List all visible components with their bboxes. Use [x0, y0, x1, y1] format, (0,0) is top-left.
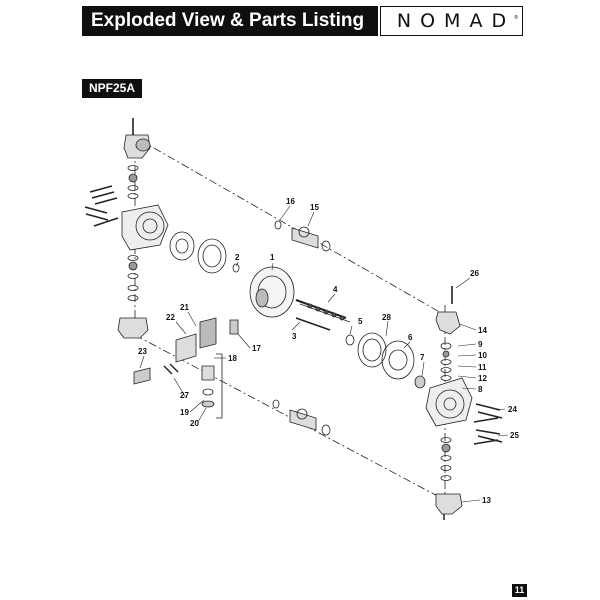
callout-5: 5: [358, 317, 363, 326]
part-callouts: 1 2 3 4 5 6 7 8 9 10 11 12 13 14 15 16 1…: [138, 197, 519, 505]
callout-26: 26: [470, 269, 479, 278]
callout-9: 9: [478, 340, 483, 349]
callout-6: 6: [408, 333, 413, 342]
right-diaphragms: [345, 332, 426, 389]
callout-14: 14: [478, 326, 487, 335]
left-valve-stack: [127, 165, 139, 301]
callout-7: 7: [420, 353, 425, 362]
trademark-mark: ®: [514, 15, 518, 21]
right-top-elbow: [435, 286, 461, 381]
callout-11: 11: [478, 363, 487, 372]
left-fluid-chamber: [121, 204, 169, 251]
callout-1: 1: [270, 253, 275, 262]
brand-logo: NOMAD ®: [380, 6, 523, 36]
left-lower-elbow: [117, 317, 149, 339]
leader-lines: [139, 205, 509, 503]
bottom-manifold-elbow: [435, 493, 463, 520]
page-title: Exploded View & Parts Listing: [82, 6, 378, 36]
callout-28: 28: [382, 313, 391, 322]
air-valve-parts: [133, 317, 239, 408]
page-number: 11: [512, 584, 527, 597]
callout-18: 18: [228, 354, 237, 363]
brand-name: NOMAD: [396, 10, 516, 32]
callout-25: 25: [510, 431, 519, 440]
callout-22: 22: [166, 313, 175, 322]
left-diaphragms: [169, 231, 240, 274]
callout-12: 12: [478, 374, 487, 383]
top-manifold-elbow: [123, 118, 151, 159]
callout-24: 24: [508, 405, 517, 414]
callout-27: 27: [180, 391, 189, 400]
callout-16: 16: [286, 197, 295, 206]
shaft-assembly: [295, 299, 351, 331]
callout-23: 23: [138, 347, 147, 356]
callout-13: 13: [482, 496, 491, 505]
callout-8: 8: [478, 385, 483, 394]
callout-2: 2: [235, 253, 240, 262]
right-bolts: [473, 403, 503, 445]
left-bolts: [84, 185, 119, 227]
center-body: [249, 266, 295, 318]
callout-3: 3: [292, 332, 297, 341]
callout-17: 17: [252, 344, 261, 353]
callout-19: 19: [180, 408, 189, 417]
lower-tee-manifold: [272, 399, 331, 436]
callout-15: 15: [310, 203, 319, 212]
callout-21: 21: [180, 303, 189, 312]
model-label: NPF25A: [82, 79, 142, 98]
assembly-axis-lines: [134, 139, 451, 501]
upper-tee-manifold: [274, 220, 331, 252]
right-fluid-chamber: [425, 377, 473, 427]
callout-20: 20: [190, 419, 199, 428]
callout-4: 4: [333, 285, 338, 294]
bracket-18: [216, 353, 223, 419]
right-lower-stack: [440, 437, 452, 481]
callout-10: 10: [478, 351, 487, 360]
